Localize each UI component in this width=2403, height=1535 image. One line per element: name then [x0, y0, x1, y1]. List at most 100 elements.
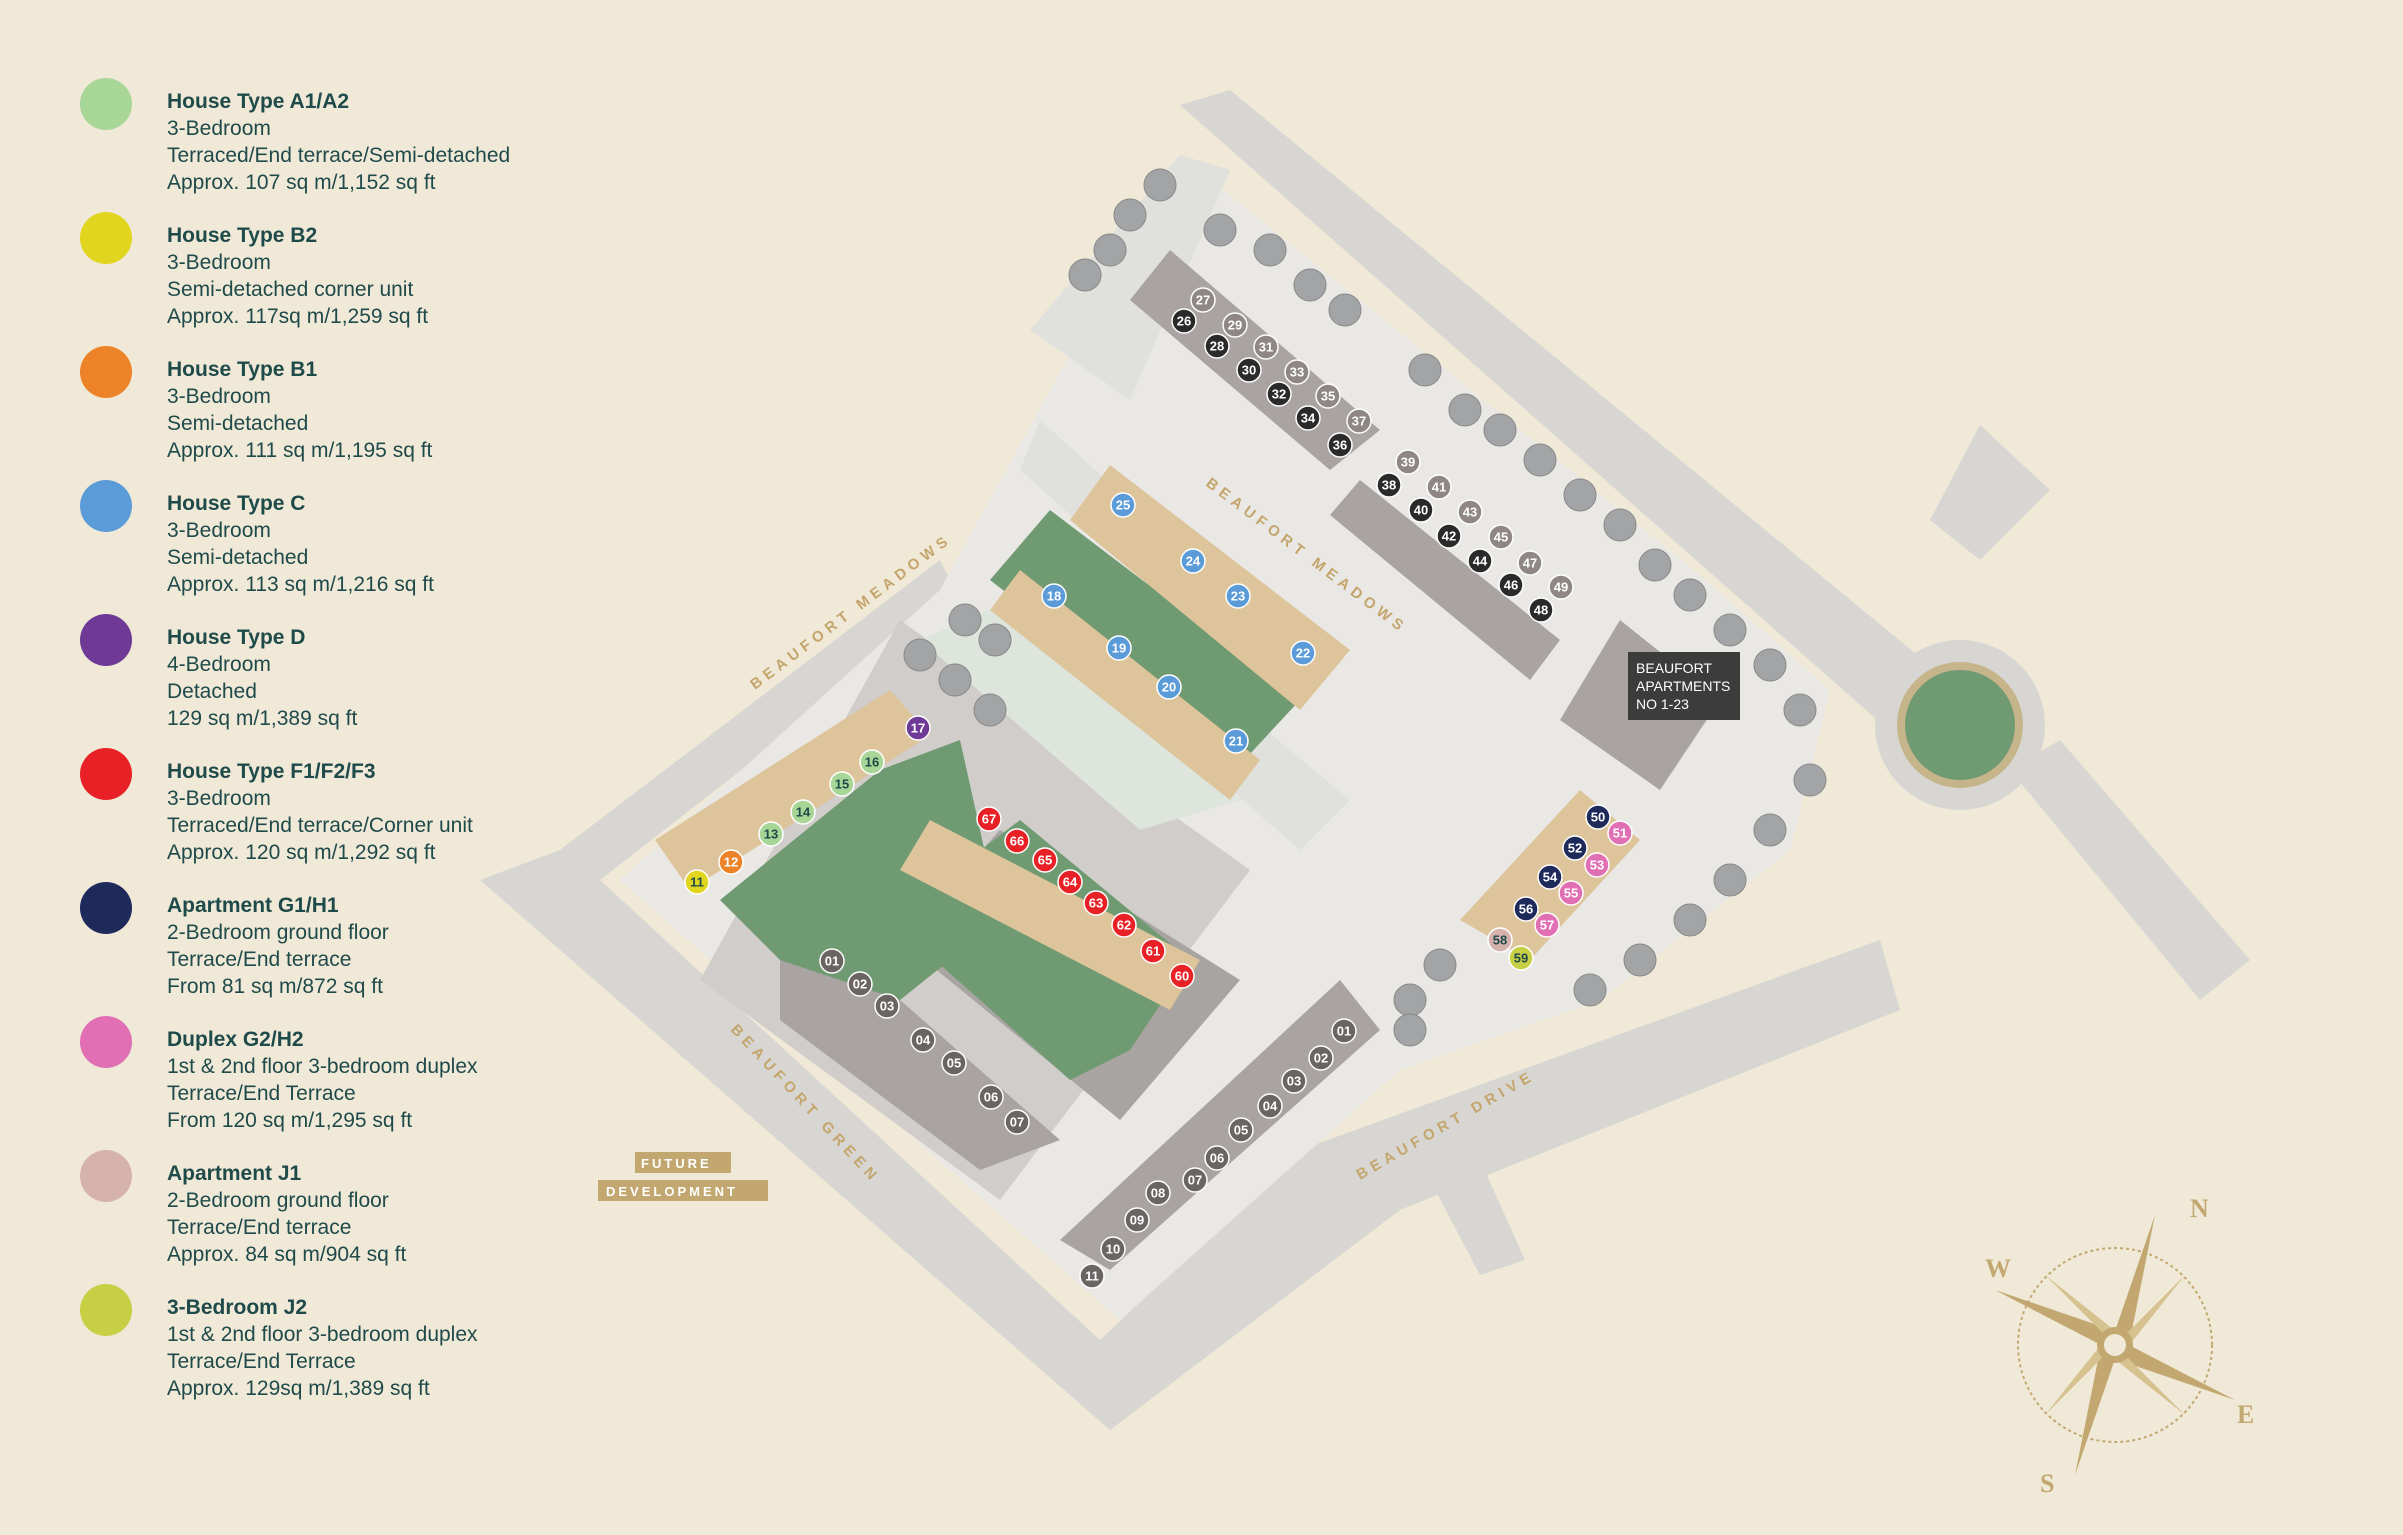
plot-marker[interactable]: [1528, 597, 1554, 623]
plot-marker[interactable]: [1395, 449, 1421, 475]
plot-marker[interactable]: [1204, 1145, 1230, 1171]
plot-number: 06: [1210, 1151, 1224, 1166]
plot-marker[interactable]: [1222, 312, 1248, 338]
plot-marker[interactable]: [1498, 572, 1524, 598]
plot-marker[interactable]: [941, 1050, 967, 1076]
plot-marker[interactable]: [1548, 574, 1574, 600]
plot-number: 04: [1263, 1099, 1278, 1114]
plot-marker[interactable]: [1004, 828, 1030, 854]
plot-marker[interactable]: [1253, 334, 1279, 360]
plot-marker[interactable]: [1083, 890, 1109, 916]
plot-marker[interactable]: [1281, 1068, 1307, 1094]
plot-marker[interactable]: [1079, 1263, 1105, 1289]
plot-marker[interactable]: [1508, 945, 1534, 971]
plot-marker[interactable]: [905, 715, 931, 741]
plot-marker[interactable]: [1171, 308, 1197, 334]
plot-number: 34: [1301, 411, 1316, 426]
legend-line: Semi-detached corner unit: [167, 278, 414, 301]
plot-marker[interactable]: [1225, 583, 1251, 609]
plot-marker[interactable]: [1346, 408, 1372, 434]
plot-marker[interactable]: [1376, 472, 1402, 498]
future-label-line2: DEVELOPMENT: [606, 1184, 738, 1199]
plot-marker[interactable]: [758, 821, 784, 847]
plot-marker[interactable]: [1266, 381, 1292, 407]
plot-marker[interactable]: [1110, 492, 1136, 518]
plot-marker[interactable]: [1257, 1093, 1283, 1119]
plot-marker[interactable]: [1182, 1167, 1208, 1193]
plot-marker[interactable]: [1537, 864, 1563, 890]
plot-number: 16: [865, 755, 879, 770]
legend-title: House Type B2: [167, 224, 318, 247]
legend-line: Approx. 129sq m/1,389 sq ft: [167, 1377, 430, 1400]
legend-title: Duplex G2/H2: [167, 1028, 304, 1051]
plot-marker[interactable]: [1558, 880, 1584, 906]
plot-marker[interactable]: [1513, 896, 1539, 922]
plot-marker[interactable]: [1517, 550, 1543, 576]
plot-marker[interactable]: [1124, 1207, 1150, 1233]
plot-marker[interactable]: [1223, 728, 1249, 754]
plot-number: 10: [1106, 1242, 1120, 1257]
plot-marker[interactable]: [1111, 912, 1137, 938]
plot-marker[interactable]: [1169, 963, 1195, 989]
plot-marker[interactable]: [1426, 474, 1452, 500]
future-label-line1: FUTURE: [641, 1156, 712, 1171]
legend-line: 3-Bedroom: [167, 117, 271, 140]
plot-marker[interactable]: [1100, 1236, 1126, 1262]
legend-line: Approx. 111 sq m/1,195 sq ft: [167, 439, 433, 462]
plot-marker[interactable]: [1308, 1045, 1334, 1071]
legend-line: Approx. 84 sq m/904 sq ft: [167, 1243, 407, 1266]
plot-marker[interactable]: [847, 971, 873, 997]
plot-marker[interactable]: [684, 869, 710, 895]
plot-marker[interactable]: [1057, 869, 1083, 895]
plot-marker[interactable]: [1004, 1109, 1030, 1135]
plot-marker[interactable]: [829, 771, 855, 797]
plot-marker[interactable]: [790, 799, 816, 825]
plot-marker[interactable]: [859, 749, 885, 775]
plot-marker[interactable]: [1290, 640, 1316, 666]
plot-marker[interactable]: [1457, 499, 1483, 525]
plot-marker[interactable]: [1180, 548, 1206, 574]
plot-marker[interactable]: [1236, 357, 1262, 383]
compass-west-label: W: [1985, 1254, 2011, 1283]
plot-marker[interactable]: [1585, 804, 1611, 830]
plot-marker[interactable]: [1041, 583, 1067, 609]
plot-marker[interactable]: [1295, 405, 1321, 431]
plot-marker[interactable]: [1408, 497, 1434, 523]
plot-marker[interactable]: [1156, 674, 1182, 700]
plot-marker[interactable]: [1032, 847, 1058, 873]
plot-marker[interactable]: [1204, 333, 1230, 359]
plot-marker[interactable]: [910, 1027, 936, 1053]
plot-number: 21: [1229, 734, 1243, 749]
plot-marker[interactable]: [819, 948, 845, 974]
plot-marker[interactable]: [1584, 852, 1610, 878]
apartments-label-line1: BEAUFORT: [1636, 660, 1712, 676]
plot-marker[interactable]: [976, 806, 1002, 832]
apartments-label: BEAUFORT APARTMENTS NO 1-23: [1628, 652, 1740, 720]
plot-marker[interactable]: [1315, 383, 1341, 409]
plot-marker[interactable]: [1140, 938, 1166, 964]
plot-number: 42: [1442, 529, 1456, 544]
plot-marker[interactable]: [1284, 359, 1310, 385]
plot-marker[interactable]: [1327, 432, 1353, 458]
plot-marker[interactable]: [978, 1084, 1004, 1110]
plot-marker[interactable]: [1562, 835, 1588, 861]
plot-marker[interactable]: [1488, 524, 1514, 550]
plot-marker[interactable]: [1534, 912, 1560, 938]
plot-marker[interactable]: [874, 993, 900, 1019]
plot-number: 28: [1210, 339, 1224, 354]
plot-marker[interactable]: [1106, 635, 1132, 661]
plot-marker[interactable]: [1436, 523, 1462, 549]
plot-marker[interactable]: [1467, 548, 1493, 574]
plot-marker[interactable]: [718, 849, 744, 875]
plot-marker[interactable]: [1487, 927, 1513, 953]
plot-marker[interactable]: [1228, 1117, 1254, 1143]
plot-marker[interactable]: [1190, 287, 1216, 313]
plot-marker[interactable]: [1607, 820, 1633, 846]
plot-marker[interactable]: [1145, 1180, 1171, 1206]
plot-marker[interactable]: [1331, 1018, 1357, 1044]
